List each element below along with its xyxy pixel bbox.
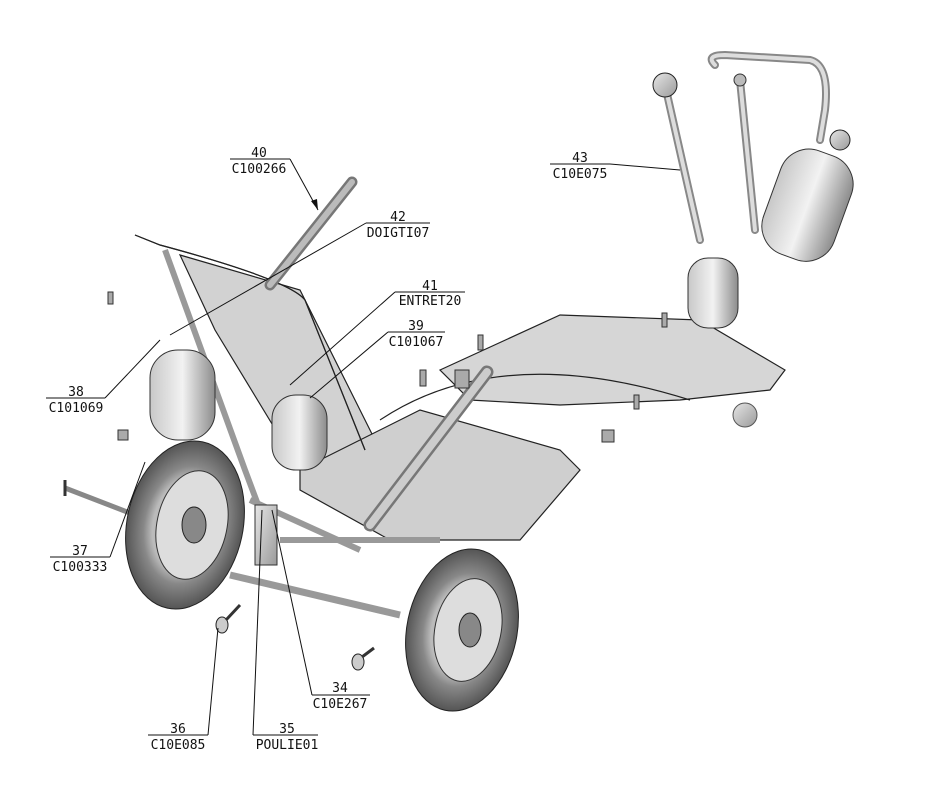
callout-code: C100333	[53, 560, 108, 575]
gas-cylinder-right	[761, 148, 854, 262]
callout-code: C10E267	[313, 697, 368, 712]
callout-code: C100266	[232, 162, 287, 177]
lower-crossbar	[229, 571, 401, 619]
seat-panel	[299, 409, 581, 541]
callout-number: 42	[390, 210, 406, 225]
bolts	[107, 291, 668, 443]
side-frame	[162, 248, 263, 512]
gas-cylinder-left	[149, 349, 216, 441]
footrest-cylinder	[687, 257, 739, 329]
callout-40: 40 C100266	[230, 146, 319, 211]
leg-panel	[438, 314, 786, 406]
callout-number: 36	[170, 722, 186, 737]
callout-number: 40	[251, 146, 267, 161]
pulley-35	[254, 504, 278, 566]
callout-number: 38	[68, 385, 84, 400]
callout-43: 43 C10E075	[550, 151, 681, 182]
callout-41: 41 ENTRET20	[289, 279, 465, 386]
axle-37	[64, 485, 136, 518]
callout-number: 43	[572, 151, 588, 166]
callout-37: 37 C100333	[50, 461, 146, 575]
callout-code: ENTRET20	[399, 294, 462, 309]
wheel-left	[125, 440, 245, 610]
wing-nut-36	[215, 603, 242, 634]
wing-nut-34	[351, 646, 375, 671]
callout-code: C101069	[49, 401, 104, 416]
callout-36: 36 C10E085	[148, 627, 219, 753]
ball-knob	[732, 402, 758, 428]
wheel-right	[405, 548, 519, 712]
seat-curve	[379, 373, 691, 421]
callout-number: 35	[279, 722, 295, 737]
footrest-pulley	[652, 72, 678, 98]
callout-code: DOIGTI07	[367, 226, 430, 241]
callout-code: C10E085	[151, 738, 206, 753]
callout-number: 37	[72, 544, 88, 559]
callout-number: 34	[332, 681, 348, 696]
callout-42: 42 DOIGTI07	[169, 210, 430, 336]
gas-cylinder-middle	[271, 394, 328, 471]
callout-35: 35 POULIE01	[252, 509, 319, 753]
callout-number: 39	[408, 319, 424, 334]
callout-code: C10E075	[553, 167, 608, 182]
callout-39: 39 C101067	[309, 319, 445, 399]
callout-34: 34 C10E267	[271, 509, 370, 712]
callout-code: C101067	[389, 335, 444, 350]
callout-code: POULIE01	[256, 738, 319, 753]
callout-number: 41	[422, 279, 438, 294]
callout-38: 38 C101069	[46, 339, 161, 416]
